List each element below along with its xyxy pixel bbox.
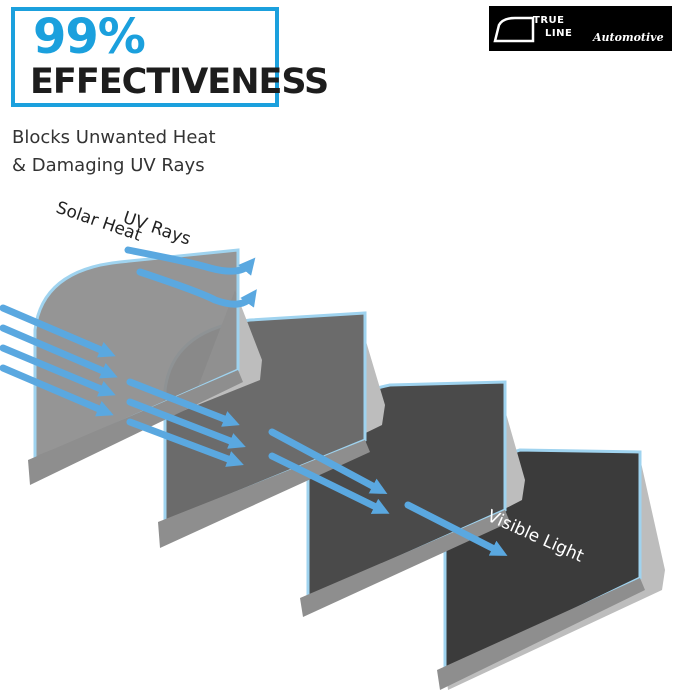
- subtitle-line-1: Blocks Unwanted Heat: [12, 127, 216, 148]
- logo-line-b: LINE: [545, 28, 573, 39]
- logo-line-a: TRUE: [533, 15, 565, 26]
- headline-word: EFFECTIVENESS: [30, 62, 329, 102]
- uv-ray-arrows: [124, 246, 257, 308]
- subtitle: Blocks Unwanted Heat & Damaging UV Rays: [12, 124, 216, 180]
- logo-script: Automotive: [593, 31, 664, 44]
- headline-percent: 99%: [33, 9, 146, 65]
- headline-box: 99% EFFECTIVENESS: [11, 7, 329, 107]
- solar-heat-label: Solar Heat: [53, 198, 144, 246]
- brand-logo: TRUE LINE Automotive: [489, 6, 672, 51]
- car-window-icon: [493, 16, 535, 43]
- subtitle-line-2: & Damaging UV Rays: [12, 155, 205, 176]
- solar-heat-arrows: [0, 304, 390, 514]
- visible-light-arrow: [404, 501, 508, 556]
